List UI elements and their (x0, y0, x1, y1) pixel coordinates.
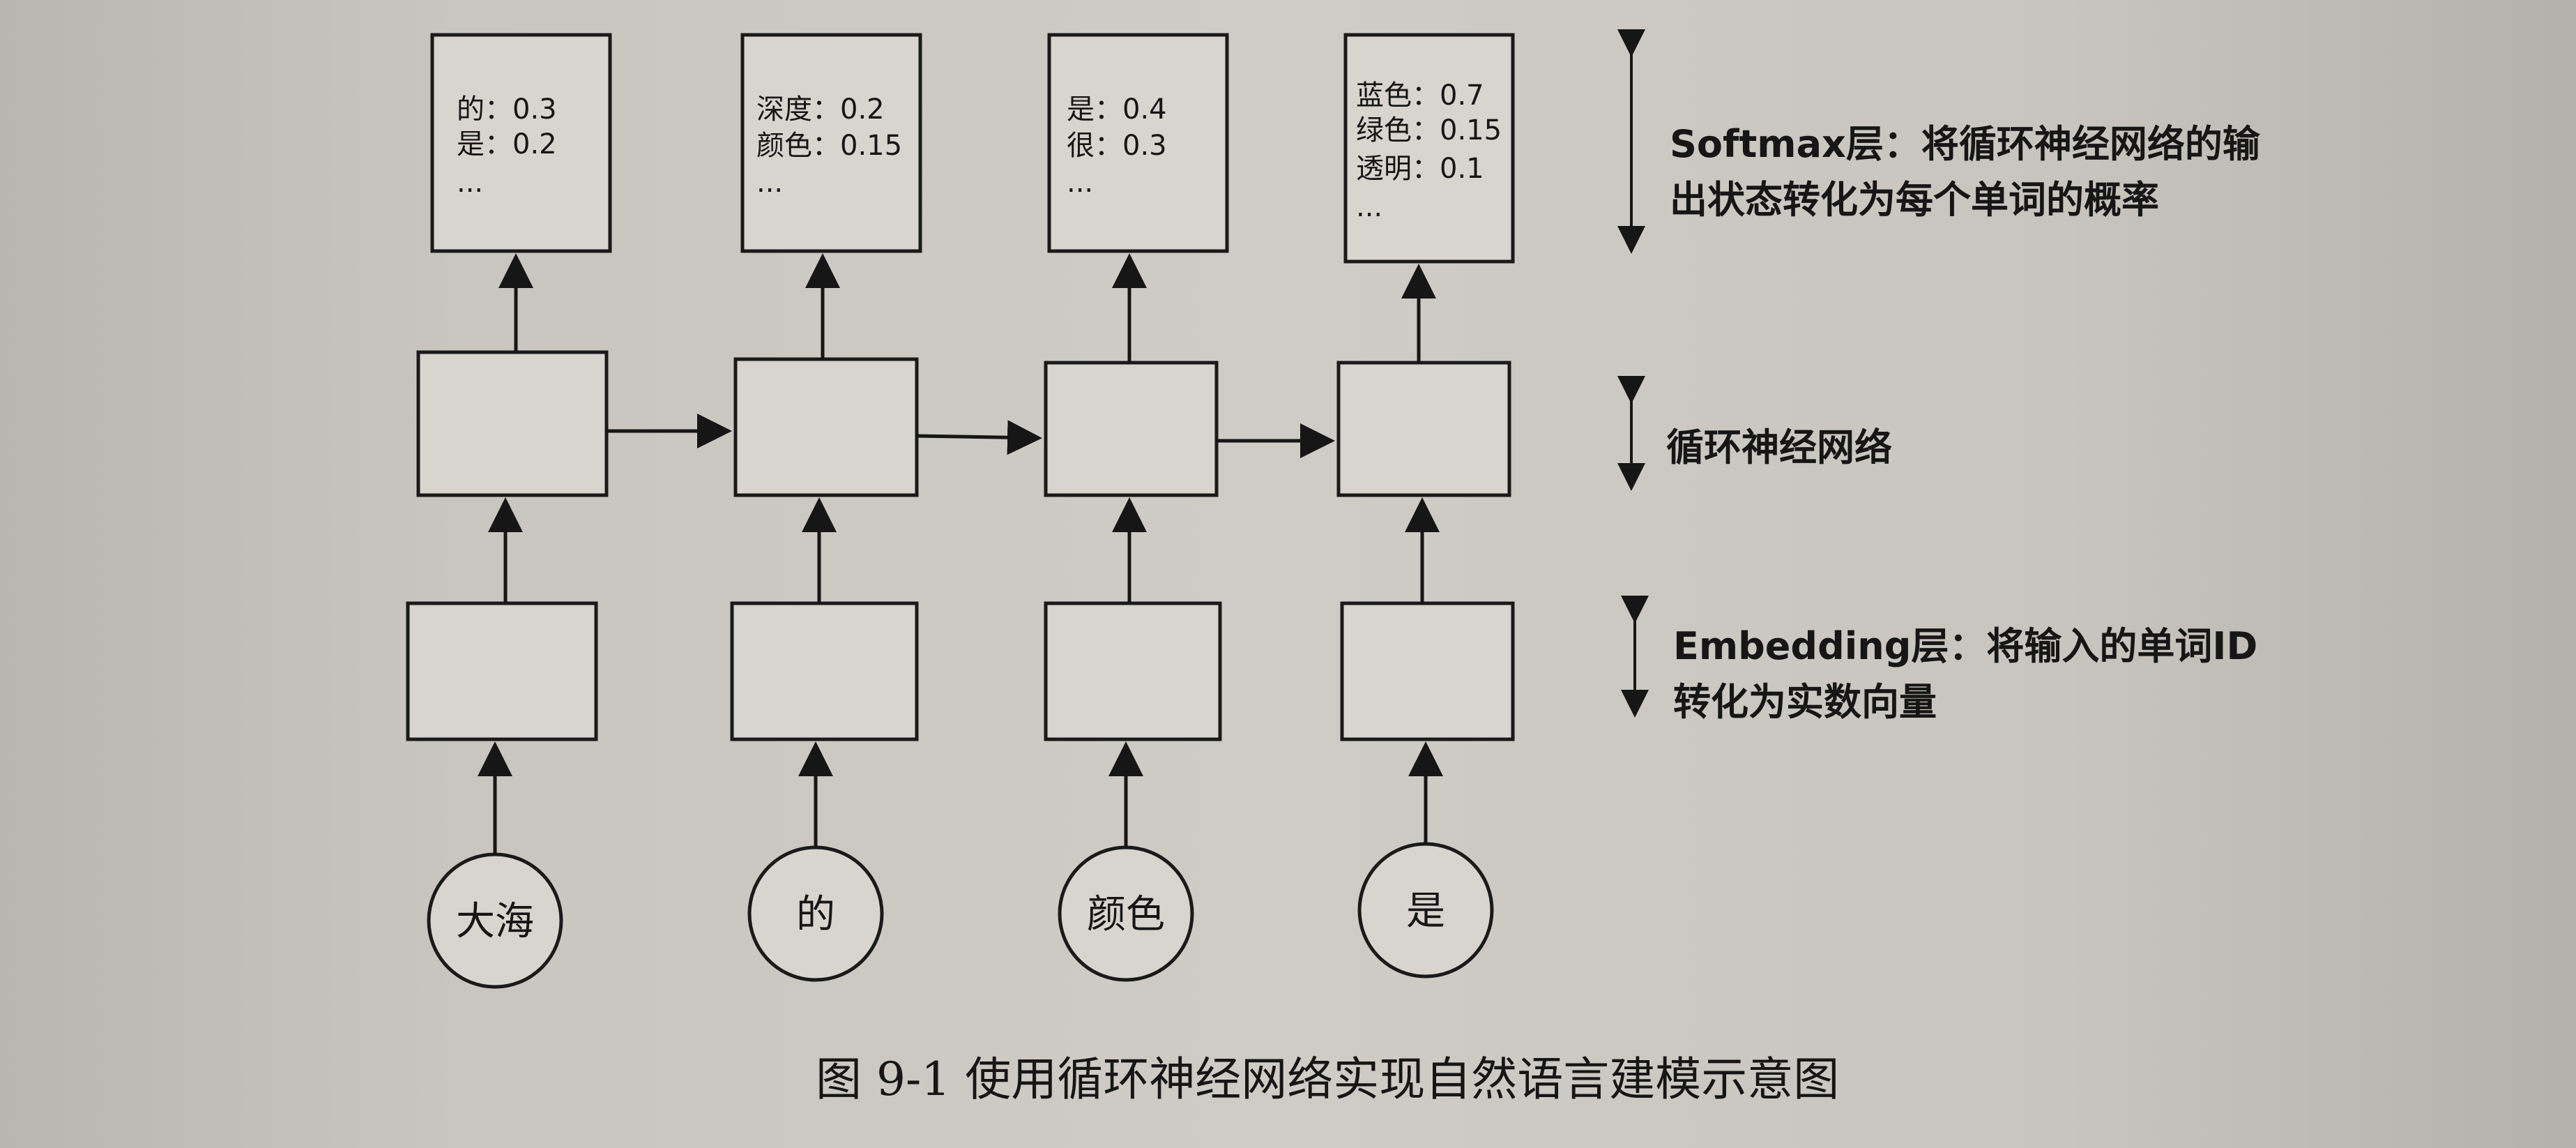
softmax-line: ... (457, 167, 483, 199)
rnn-to-softmax-arrows (498, 253, 1436, 363)
softmax-box: 的：0.3 是：0.2 ... (430, 33, 612, 253)
arrow (916, 420, 1042, 455)
rnn-layer (416, 350, 1511, 497)
embedding-annotation-line: Embedding层：将输入的单词ID (1673, 624, 2257, 668)
input-word-node: 颜色 (1058, 845, 1194, 982)
softmax-line: 透明：0.1 (1356, 153, 1484, 185)
embedding-annotation-line: 转化为实数向量 (1673, 680, 1937, 724)
recurrent-arrows (607, 414, 1335, 458)
input-word-node: 的 (747, 845, 884, 982)
input-word-label: 的 (796, 892, 835, 937)
rnn-cell (416, 350, 609, 497)
softmax-annotation-line: 出状态转化为每个单词的概率 (1670, 178, 2159, 222)
rnn-cell (1044, 361, 1219, 497)
softmax-box: 是：0.4 很：0.3 ... (1047, 33, 1229, 253)
layer-brackets (1617, 29, 1649, 718)
softmax-annotation-line: Softmax层：将循环神经网络的输 (1670, 122, 2261, 166)
softmax-line: ... (1067, 167, 1093, 199)
embedding-to-rnn-arrows (488, 497, 1440, 603)
softmax-line: 是：0.2 (457, 128, 557, 160)
embedding-cell (1044, 601, 1222, 741)
softmax-line: 蓝色：0.7 (1356, 80, 1484, 112)
rnn-annotation: 循环神经网络 (1666, 425, 1892, 469)
softmax-line: 很：0.3 (1067, 130, 1167, 162)
embedding-cell (730, 601, 919, 741)
embedding-layer (406, 601, 1515, 741)
softmax-layer: 的：0.3 是：0.2 ... 深度：0.2 颜色：0.15 ... 是：0.4… (430, 33, 1515, 264)
softmax-line: ... (756, 167, 783, 199)
softmax-line: 深度：0.2 (756, 93, 885, 126)
layer-annotations: Softmax层：将循环神经网络的输 出状态转化为每个单词的概率 循环神经网络 … (1666, 122, 2261, 724)
softmax-line: 是：0.4 (1067, 93, 1167, 126)
input-word-node: 大海 (427, 852, 563, 989)
input-word-node: 是 (1357, 842, 1494, 979)
softmax-box: 深度：0.2 颜色：0.15 ... (740, 33, 922, 253)
figure-caption: 图 9-1 使用循环神经网络实现自然语言建模示意图 (816, 1052, 1839, 1106)
embedding-cell (1340, 601, 1515, 741)
input-words: 大海 的 颜色 是 (427, 842, 1494, 989)
embedding-cell (406, 601, 598, 741)
input-word-label: 大海 (456, 899, 534, 944)
softmax-line: 绿色：0.15 (1356, 114, 1502, 146)
rnn-cell (733, 357, 919, 497)
rnn-cell (1336, 361, 1511, 497)
input-word-label: 是 (1406, 889, 1445, 934)
input-to-embedding-arrows (478, 741, 1443, 854)
input-word-label: 颜色 (1087, 892, 1165, 937)
softmax-line: ... (1356, 191, 1382, 223)
softmax-line: 的：0.3 (457, 93, 557, 126)
softmax-line: 颜色：0.15 (756, 130, 902, 162)
softmax-box: 蓝色：0.7 绿色：0.15 透明：0.1 ... (1343, 33, 1515, 264)
